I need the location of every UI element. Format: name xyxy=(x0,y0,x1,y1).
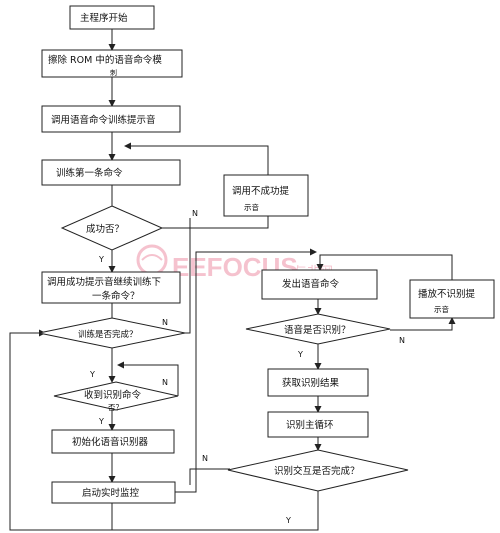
node-interaction-done-q: 识别交互是否完成？ xyxy=(227,449,409,492)
node-get-result: 获取识别结果 xyxy=(267,368,369,397)
node-train-prompt-label: 调用语音命令训练提示音 xyxy=(51,114,156,126)
node-receive-q: 收到识别命令 否？ xyxy=(53,381,179,412)
node-erase-label-2: 刺 xyxy=(110,68,117,77)
node-send-voice: 发出语音命令 xyxy=(261,269,378,300)
node-init-recognizer: 初始化语音识别器 xyxy=(51,429,175,454)
node-play-unrecognized-label-2: 示音 xyxy=(434,304,449,314)
node-interaction-done-q-label: 识别交互是否完成？ xyxy=(274,465,360,477)
node-start-label: 主程序开始 xyxy=(80,12,128,24)
node-receive-q-label-2: 否？ xyxy=(108,403,123,412)
node-fail-prompt: 调用不成功提 示音 xyxy=(223,174,309,217)
connectors xyxy=(9,29,456,531)
node-fail-prompt-label-2: 示音 xyxy=(244,202,259,212)
node-success-prompt-label-1: 调用成功提示音继续训练下 xyxy=(47,276,161,288)
node-fail-prompt-label-1: 调用不成功提 xyxy=(232,185,290,197)
node-success-prompt: 调用成功提示音继续训练下 一条命令？ xyxy=(41,271,181,304)
label-yes-receive: Y xyxy=(98,417,104,426)
node-success-q-label: 成功否？ xyxy=(86,223,124,235)
label-no-success: N xyxy=(192,209,198,218)
node-get-result-label: 获取识别结果 xyxy=(282,377,340,389)
node-training-done-q-label: 训练是否完成？ xyxy=(78,329,138,340)
node-recognized-q-label: 语音是否识别？ xyxy=(284,324,351,336)
node-erase-label-1: 擦除 ROM 中的语音命令模 xyxy=(48,54,162,66)
node-play-unrecognized-label-1: 播放不识别提 xyxy=(418,288,476,300)
node-play-unrecognized: 播放不识别提 示音 xyxy=(409,279,495,319)
node-start: 主程序开始 xyxy=(69,5,155,30)
label-yes-recognized: Y xyxy=(297,350,303,359)
node-train-prompt: 调用语音命令训练提示音 xyxy=(41,105,181,133)
label-no-training: N xyxy=(162,318,168,327)
label-no-receive: N xyxy=(162,378,168,387)
node-start-monitor: 启动实时监控 xyxy=(51,481,176,504)
node-train-first-label: 训练第一条命令 xyxy=(56,167,123,179)
node-send-voice-label: 发出语音命令 xyxy=(282,278,340,290)
label-yes-success: Y xyxy=(98,255,104,264)
node-main-loop: 识别主循环 xyxy=(267,411,369,438)
label-yes-training: Y xyxy=(89,370,95,379)
node-main-loop-label: 识别主循环 xyxy=(286,419,334,431)
label-yes-interaction: Y xyxy=(285,516,291,525)
node-start-monitor-label: 启动实时监控 xyxy=(82,487,140,499)
node-success-q: 成功否？ xyxy=(60,205,164,251)
node-training-done-q: 训练是否完成？ xyxy=(38,317,186,349)
label-no-interaction: N xyxy=(202,454,208,463)
node-init-recognizer-label: 初始化语音识别器 xyxy=(72,436,149,448)
node-train-first: 训练第一条命令 xyxy=(41,159,181,186)
node-recognized-q: 语音是否识别？ xyxy=(245,313,391,345)
node-receive-q-label-1: 收到识别命令 xyxy=(84,389,142,401)
node-success-prompt-label-2: 一条命令？ xyxy=(92,290,140,302)
label-no-recognized: N xyxy=(399,336,405,345)
node-erase: 擦除 ROM 中的语音命令模 刺 xyxy=(41,49,183,78)
